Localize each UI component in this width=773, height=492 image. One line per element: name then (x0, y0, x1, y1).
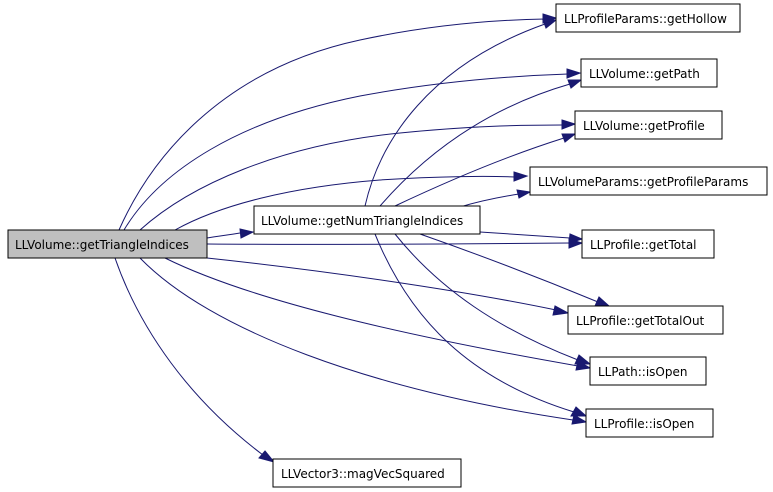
edge-getTriangleIndices-getPath (123, 68, 582, 231)
node-getPath[interactable]: LLVolume::getPath (580, 58, 718, 88)
node-getProfile[interactable]: LLVolume::getProfile (574, 110, 723, 140)
node-label-getPath: LLVolume::getPath (589, 67, 700, 81)
edge-getTriangleIndices-profileGetTotalOut (206, 257, 570, 316)
node-label-getTriangleIndices: LLVolume::getTriangleIndices (15, 238, 189, 252)
node-label-getHollow: LLProfileParams::getHollow (564, 12, 727, 26)
edge-getTriangleIndices-profileIsOpen (139, 257, 588, 425)
edge-getTriangleIndices-getNumTriangleIndices (206, 228, 255, 239)
node-label-profileIsOpen: LLProfile::isOpen (594, 417, 694, 431)
node-label-profileGetTotalOut: LLProfile::getTotalOut (576, 314, 705, 328)
edge-getNumTriangleIndices-pathIsOpen (394, 233, 592, 365)
edge-getTriangleIndices-getProfile (139, 119, 577, 231)
edge-getNumTriangleIndices-getProfileParams (459, 189, 532, 208)
edge-getNumTriangleIndices-profileIsOpen (374, 233, 588, 417)
node-profileIsOpen[interactable]: LLProfile::isOpen (585, 408, 714, 438)
node-profileGetTotalOut[interactable]: LLProfile::getTotalOut (567, 305, 724, 335)
edge-getNumTriangleIndices-profileGetTotalOut (419, 233, 611, 307)
edge-getTriangleIndices-pathIsOpen (164, 257, 592, 371)
node-magVecSquared[interactable]: LLVector3::magVecSquared (272, 458, 462, 488)
node-getHollow[interactable]: LLProfileParams::getHollow (555, 3, 741, 33)
node-pathIsOpen[interactable]: LLPath::isOpen (589, 356, 707, 386)
node-label-profileGetTotal: LLProfile::getTotal (590, 238, 697, 252)
node-getProfileParams[interactable]: LLVolumeParams::getProfileParams (529, 166, 768, 196)
node-label-magVecSquared: LLVector3::magVecSquared (281, 467, 445, 481)
edge-getNumTriangleIndices-profileGetTotal (479, 231, 584, 244)
edge-getTriangleIndices-profileGetTotal (206, 238, 584, 249)
edge-getTriangleIndices-getProfileParams (174, 171, 529, 231)
node-getNumTriangleIndices[interactable]: LLVolume::getNumTriangleIndices (253, 205, 481, 235)
node-getTriangleIndices[interactable]: LLVolume::getTriangleIndices (7, 229, 208, 259)
edge-getNumTriangleIndices-getPath (379, 79, 583, 207)
node-label-pathIsOpen: LLPath::isOpen (598, 365, 687, 379)
edge-getNumTriangleIndices-getHollow (364, 19, 558, 207)
edge-getTriangleIndices-magVecSquared (114, 257, 276, 463)
node-profileGetTotal[interactable]: LLProfile::getTotal (581, 229, 715, 259)
node-label-getProfile: LLVolume::getProfile (583, 119, 705, 133)
node-label-getNumTriangleIndices: LLVolume::getNumTriangleIndices (261, 214, 463, 228)
node-label-getProfileParams: LLVolumeParams::getProfileParams (538, 175, 748, 189)
edge-getNumTriangleIndices-getProfile (394, 133, 577, 207)
